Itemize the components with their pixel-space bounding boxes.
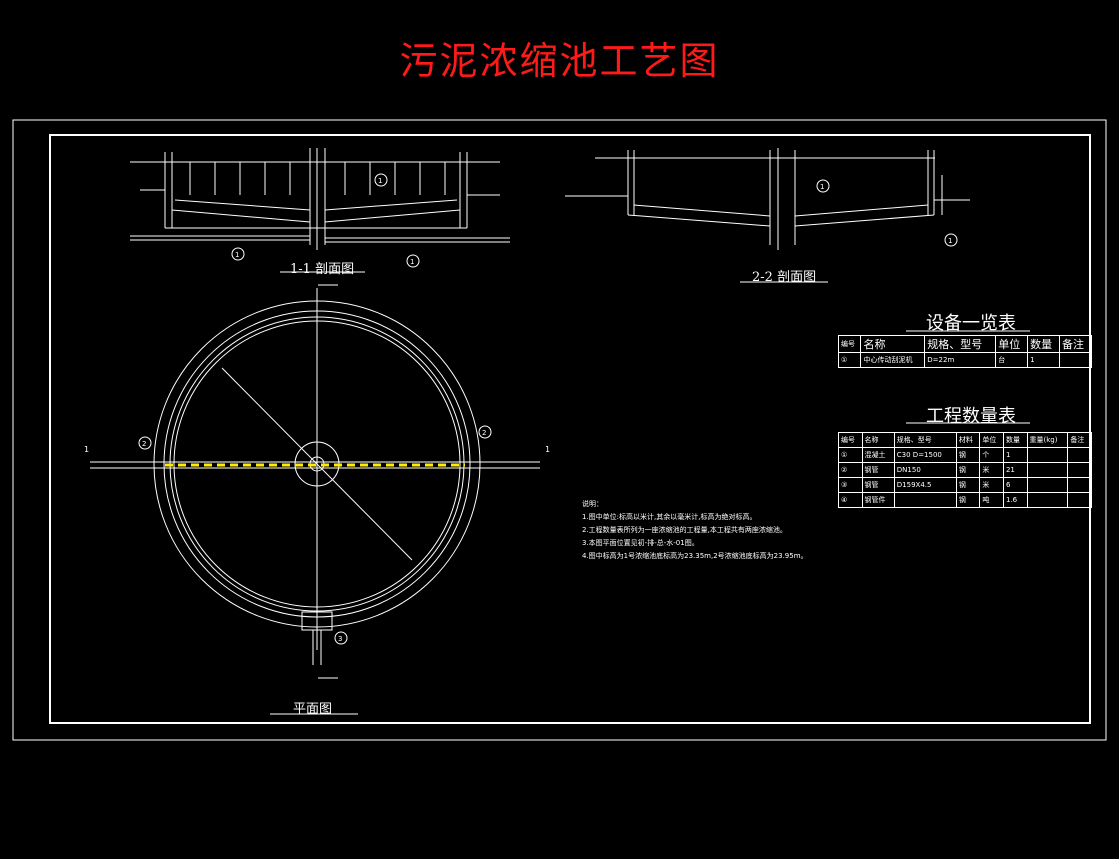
table-row: 编号 名称 规格、型号 单位 数量 备注 [837, 335, 1092, 353]
note-item: 4.图中标高为1号浓缩池底标高为23.35m,2号浓缩池底标高为23.95m。 [582, 552, 808, 560]
note-item: 2.工程数量表所列为一座浓缩池的工程量,本工程共有两座浓缩池。 [582, 526, 787, 534]
section-2-2-drawing [565, 148, 970, 283]
equipment-table: 编号 名称 规格、型号 单位 数量 备注 ① 中心传动刮泥机 D=22m 台 1 [837, 335, 1092, 368]
svg-text:1: 1 [235, 251, 239, 259]
svg-text:1: 1 [410, 258, 414, 266]
notes-heading: 说明： [582, 500, 603, 508]
section-1-1-label: 1-1 剖面图 [290, 262, 355, 277]
table-row: ① 中心传动刮泥机 D=22m 台 1 [837, 352, 1092, 368]
svg-text:1: 1 [948, 237, 952, 245]
table-row: ③ 钢管 D159X4.5 钢 米 6 [838, 477, 1092, 493]
svg-text:3: 3 [338, 635, 342, 643]
svg-text:1: 1 [378, 177, 382, 185]
svg-text:1: 1 [545, 445, 550, 454]
table-row: 编号 名称 规格、型号 材料 单位 数量 重量(kg) 备注 [838, 432, 1092, 448]
note-item: 3.本图平面位置见初-排-总-水-01图。 [582, 539, 699, 547]
table-row: ④ 钢管件 钢 吨 1.6 [838, 492, 1092, 508]
table-row: ① 混凝土 C30 D=1500 钢 个 1 [838, 447, 1092, 463]
section-2-2-label: 2-2 剖面图 [752, 270, 817, 285]
table-row: ② 钢管 DN150 钢 米 21 [838, 462, 1092, 478]
section-1-1-drawing [130, 148, 510, 273]
equipment-table-title: 设备一览表 [926, 313, 1016, 334]
plan-view-drawing [90, 284, 540, 715]
inner-frame [49, 134, 1091, 724]
note-item: 1.图中单位:标高以米计,其余以毫米计,标高为绝对标高。 [582, 513, 757, 521]
svg-text:2: 2 [482, 429, 486, 437]
quantity-table: 编号 名称 规格、型号 材料 单位 数量 重量(kg) 备注 ① 混凝土 C30… [838, 432, 1092, 508]
svg-text:2: 2 [142, 440, 146, 448]
drawing-title: 污泥浓缩池工艺图 [399, 39, 720, 83]
svg-text:1: 1 [820, 183, 824, 191]
svg-text:1: 1 [84, 445, 89, 454]
design-notes: 说明： 1.图中单位:标高以米计,其余以毫米计,标高为绝对标高。 2.工程数量表… [582, 498, 882, 563]
quantity-table-title: 工程数量表 [926, 406, 1016, 427]
plan-view-label: 平面图 [293, 702, 333, 717]
outer-frame [12, 119, 1107, 741]
